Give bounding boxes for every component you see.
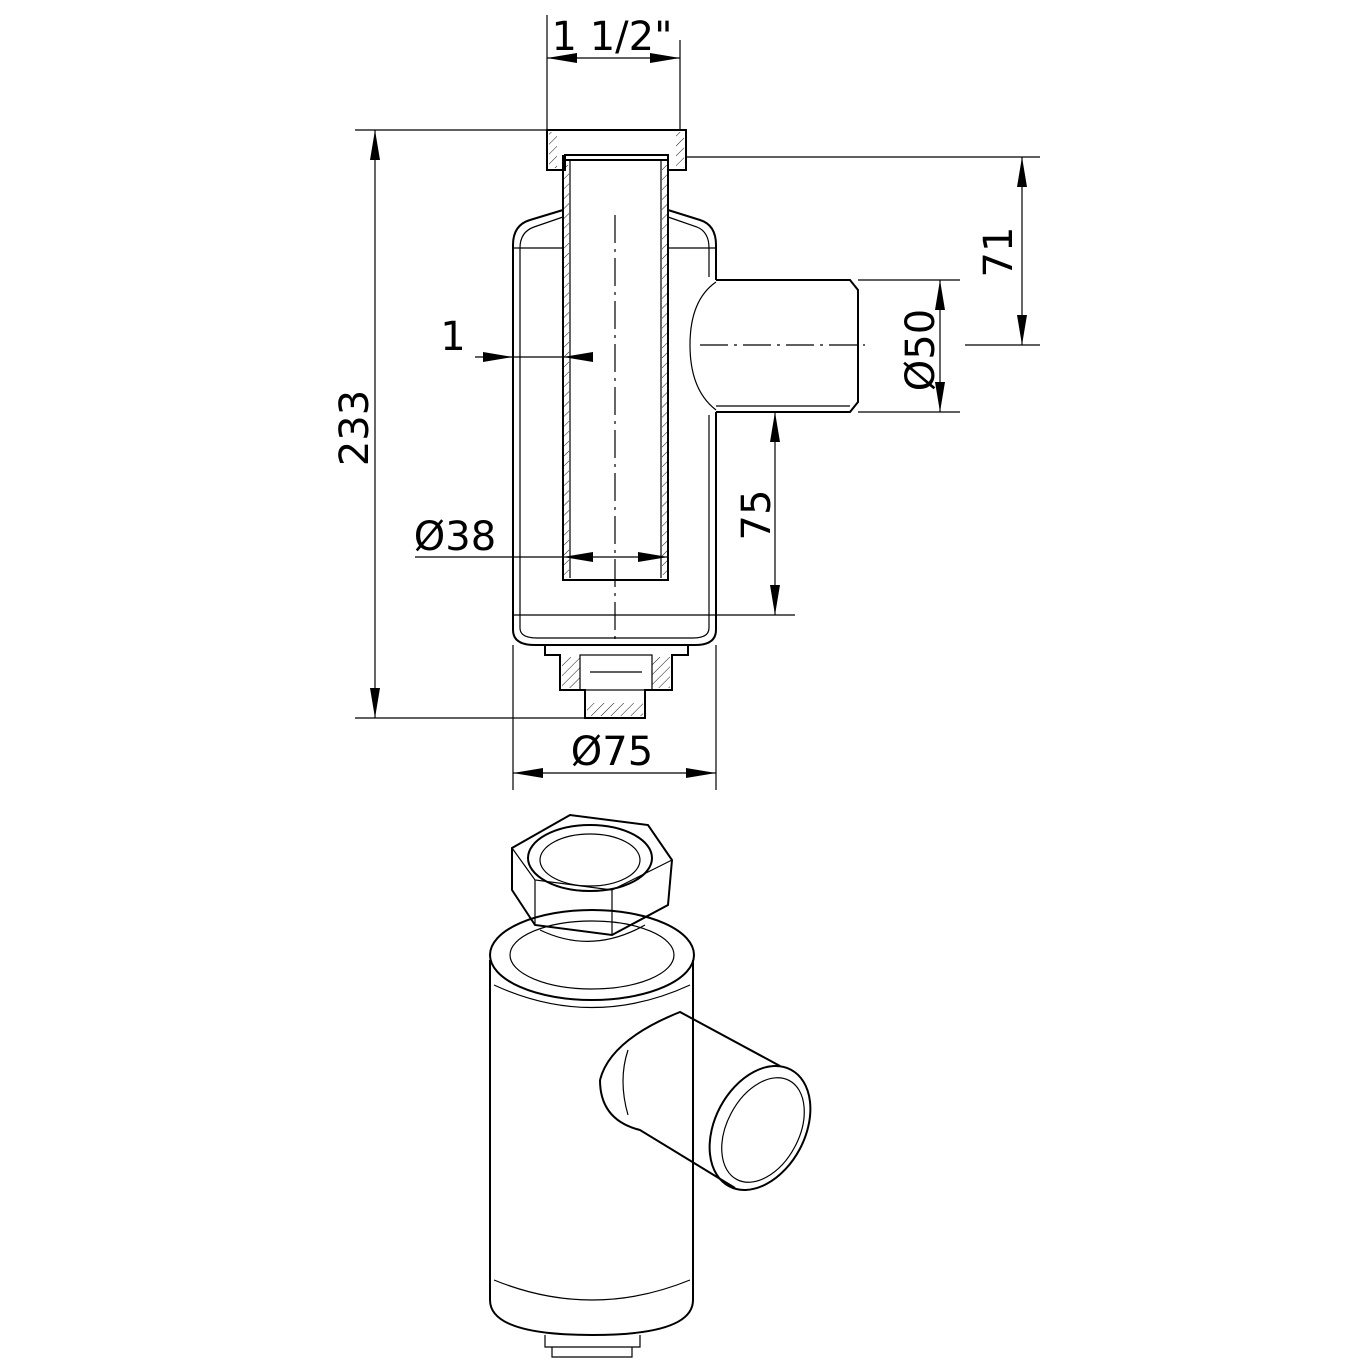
iso-hex-nut (511, 813, 674, 937)
body-shell (512, 209, 717, 646)
dim-inlet-thread: 1 1/2" (552, 14, 673, 60)
iso-outlet (599, 1010, 781, 1189)
dim-total-height: 233 (332, 390, 378, 466)
iso-body (489, 960, 694, 1337)
dim-inner-pipe-diameter: Ø38 (414, 514, 496, 560)
dim-wall-gap: 1 (440, 314, 465, 360)
dim-outlet-height: 71 (976, 227, 1022, 278)
dim-body-diameter: Ø75 (571, 729, 653, 775)
isometric-view (489, 813, 812, 1358)
dimensions: 1 1/2" 233 71 Ø50 75 1 Ø38 (332, 14, 1040, 790)
dim-outlet-diameter: Ø50 (898, 309, 944, 391)
side-outlet (716, 279, 859, 413)
bottom-fitting (544, 645, 689, 719)
dim-outlet-to-bottom: 75 (734, 490, 780, 541)
top-nut (546, 129, 687, 171)
section-view (512, 129, 865, 719)
